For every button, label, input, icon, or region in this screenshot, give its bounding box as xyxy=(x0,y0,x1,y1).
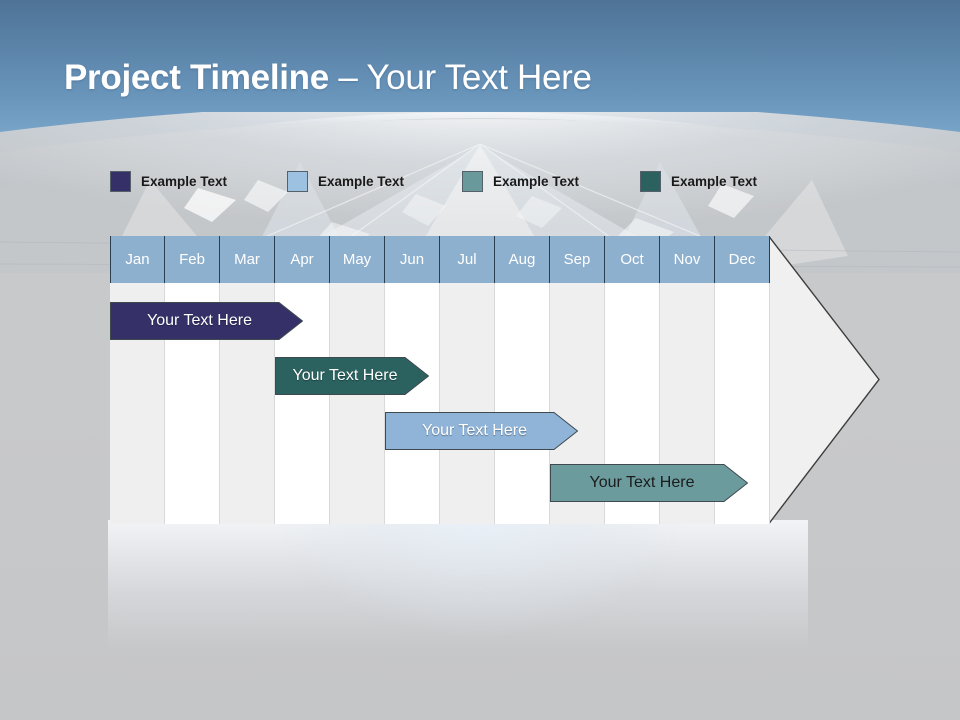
legend: Example Text Example Text Example Text Exam… xyxy=(110,171,830,193)
title-primary: Project Timeline xyxy=(64,58,329,97)
legend-item-label: Example Text xyxy=(671,174,758,189)
legend-item-label: Example Text xyxy=(318,174,405,189)
floor-reflection-glow xyxy=(170,500,790,720)
legend-item: Example Text xyxy=(110,171,227,192)
title-secondary: – Your Text Here xyxy=(328,58,592,97)
month-header-mar: Mar xyxy=(220,236,275,283)
month-column-jun xyxy=(385,283,440,524)
month-header-aug: Aug xyxy=(495,236,550,283)
legend-color-swatch xyxy=(287,171,308,192)
legend-item: Example Text xyxy=(462,171,579,192)
month-header-feb: Feb xyxy=(165,236,220,283)
month-header-sep: Sep xyxy=(550,236,605,283)
crystal-texture-overlay xyxy=(0,118,960,278)
task-bar[interactable]: Your Text Here xyxy=(110,302,303,340)
legend-item-label: Example Text xyxy=(493,174,580,189)
month-header-oct: Oct xyxy=(605,236,660,283)
month-header-jun: Jun xyxy=(385,236,440,283)
month-header-dec: Dec xyxy=(715,236,770,283)
task-bar-label: Your Text Here xyxy=(292,367,398,384)
task-bar-label: Your Text Here xyxy=(589,474,695,491)
legend-item: Example Text xyxy=(287,171,404,192)
task-bar[interactable]: Your Text Here xyxy=(275,357,429,395)
legend-color-swatch xyxy=(640,171,661,192)
month-column-aug xyxy=(495,283,550,524)
month-column-jul xyxy=(440,283,495,524)
task-bar[interactable]: Your Text Here xyxy=(385,412,578,450)
month-header-jan: Jan xyxy=(110,236,165,283)
task-bar-label: Your Text Here xyxy=(147,312,252,329)
legend-color-swatch xyxy=(462,171,483,192)
page-title: Project Timeline – Your Text Here xyxy=(64,58,592,98)
legend-color-swatch xyxy=(110,171,131,192)
month-header-may: May xyxy=(330,236,385,283)
month-header-apr: Apr xyxy=(275,236,330,283)
legend-item: Example Text xyxy=(640,171,757,192)
task-bar-label: Your Text Here xyxy=(422,422,527,439)
month-header-nov: Nov xyxy=(660,236,715,283)
month-column-may xyxy=(330,283,385,524)
task-bar[interactable]: Your Text Here xyxy=(550,464,748,502)
month-header-jul: Jul xyxy=(440,236,495,283)
legend-item-label: Example Text xyxy=(141,174,228,189)
